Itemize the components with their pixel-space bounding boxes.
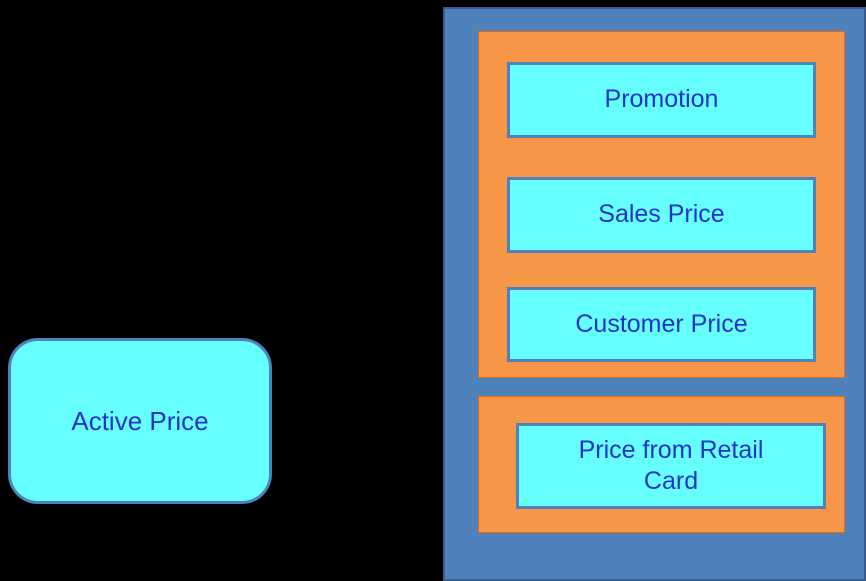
promotion-box: Promotion <box>507 62 816 138</box>
customer-price-box: Customer Price <box>507 287 816 362</box>
promotion-label: Promotion <box>604 85 719 114</box>
price-group-top-panel: Promotion Sales Price Customer Price <box>478 31 845 378</box>
active-price-box: Active Price <box>8 338 272 504</box>
customer-price-label: Customer Price <box>575 309 748 338</box>
price-from-retail-card-label: Price from Retail Card <box>578 435 764 495</box>
active-price-label: Active Price <box>71 405 209 436</box>
sales-price-box: Sales Price <box>507 177 816 253</box>
connector-tick <box>436 287 449 290</box>
price-group-bottom-panel: Price from Retail Card <box>478 396 845 533</box>
sales-price-label: Sales Price <box>598 200 725 229</box>
price-from-retail-card-box: Price from Retail Card <box>516 423 826 509</box>
price-sources-container: Promotion Sales Price Customer Price Pri… <box>443 7 866 581</box>
